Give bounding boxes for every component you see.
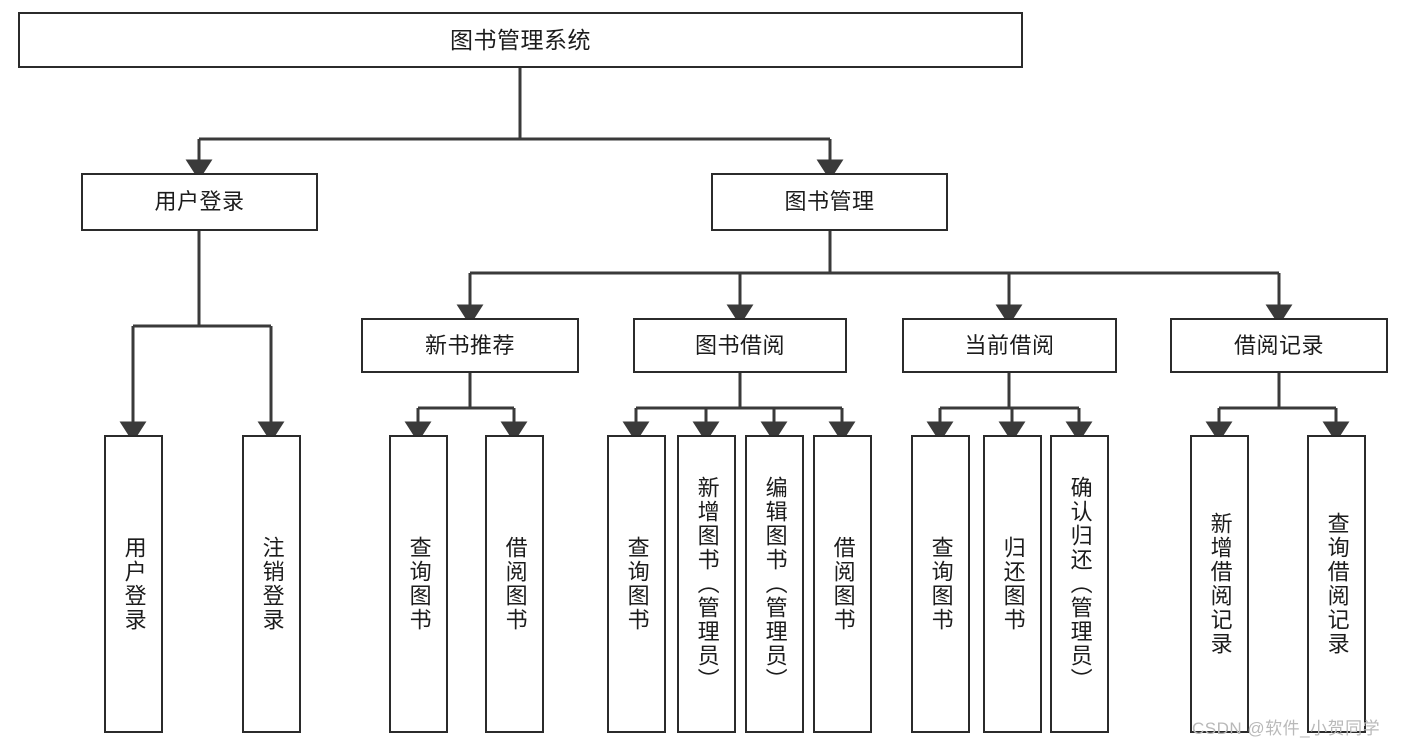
- node-leaf-add-book-label: 新增图书（管理员）: [694, 476, 720, 692]
- node-user-login-label: 用户登录: [154, 189, 245, 215]
- node-leaf-query-book-2[interactable]: 查询图书: [607, 435, 666, 733]
- node-borrow-record-label: 借阅记录: [1233, 332, 1324, 358]
- node-book-borrow[interactable]: 图书借阅: [633, 318, 847, 373]
- node-leaf-query-book-1[interactable]: 查询图书: [389, 435, 448, 733]
- node-leaf-query-book-3[interactable]: 查询图书: [911, 435, 970, 733]
- node-leaf-borrow-book-1-label: 借阅图书: [502, 536, 528, 632]
- node-leaf-return-book-label: 归还图书: [1000, 536, 1026, 632]
- node-root-label: 图书管理系统: [450, 26, 591, 53]
- node-leaf-add-record[interactable]: 新增借阅记录: [1190, 435, 1249, 733]
- node-leaf-add-book[interactable]: 新增图书（管理员）: [677, 435, 736, 733]
- node-current-borrow[interactable]: 当前借阅: [902, 318, 1117, 373]
- node-leaf-query-book-3-label: 查询图书: [928, 536, 954, 632]
- node-new-book-recommend[interactable]: 新书推荐: [361, 318, 579, 373]
- node-leaf-return-book[interactable]: 归还图书: [983, 435, 1042, 733]
- node-book-manage-label: 图书管理: [784, 189, 875, 215]
- node-leaf-add-record-label: 新增借阅记录: [1207, 512, 1233, 656]
- node-leaf-logout[interactable]: 注销登录: [242, 435, 301, 733]
- node-leaf-user-login[interactable]: 用户登录: [104, 435, 163, 733]
- node-user-login[interactable]: 用户登录: [81, 173, 318, 231]
- node-leaf-query-record-label: 查询借阅记录: [1324, 512, 1350, 656]
- node-current-borrow-label: 当前借阅: [964, 332, 1055, 358]
- node-leaf-query-record[interactable]: 查询借阅记录: [1307, 435, 1366, 733]
- node-root[interactable]: 图书管理系统: [18, 12, 1023, 68]
- node-borrow-record[interactable]: 借阅记录: [1170, 318, 1388, 373]
- node-leaf-borrow-book-2[interactable]: 借阅图书: [813, 435, 872, 733]
- node-book-borrow-label: 图书借阅: [694, 332, 785, 358]
- node-leaf-edit-book[interactable]: 编辑图书（管理员）: [745, 435, 804, 733]
- node-leaf-query-book-2-label: 查询图书: [624, 536, 650, 632]
- node-leaf-query-book-1-label: 查询图书: [406, 536, 432, 632]
- node-leaf-borrow-book-1[interactable]: 借阅图书: [485, 435, 544, 733]
- node-leaf-confirm-return-label: 确认归还（管理员）: [1067, 476, 1093, 692]
- node-leaf-confirm-return[interactable]: 确认归还（管理员）: [1050, 435, 1109, 733]
- node-leaf-logout-label: 注销登录: [259, 536, 285, 632]
- node-new-book-recommend-label: 新书推荐: [424, 332, 515, 358]
- node-leaf-borrow-book-2-label: 借阅图书: [830, 536, 856, 632]
- node-leaf-edit-book-label: 编辑图书（管理员）: [762, 476, 788, 692]
- node-book-manage[interactable]: 图书管理: [711, 173, 948, 231]
- node-leaf-user-login-label: 用户登录: [121, 536, 147, 632]
